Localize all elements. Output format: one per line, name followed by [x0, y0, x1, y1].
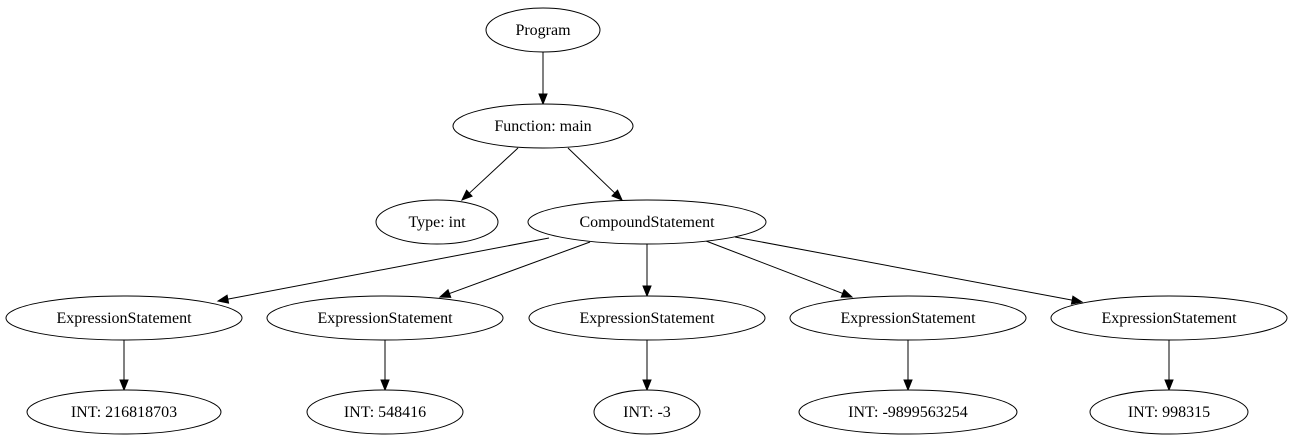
edge-expr1-to-int1 — [119, 340, 129, 392]
edge-line — [227, 237, 550, 300]
arrowhead-icon — [538, 93, 548, 106]
node-label: INT: 548416 — [344, 404, 426, 421]
edge-function-to-type — [461, 147, 519, 201]
node-ellipse — [798, 389, 1018, 435]
node-label: ExpressionStatement — [56, 310, 192, 327]
arrowhead-icon — [611, 189, 623, 201]
node-label: Type: int — [408, 214, 466, 231]
edge-compound-to-expr1 — [216, 237, 550, 304]
node-ellipse — [789, 295, 1027, 341]
edge-line — [705, 240, 843, 294]
node-ellipse — [593, 389, 701, 435]
node-int5: INT: 998315 — [1089, 389, 1249, 435]
edge-layer — [119, 52, 1174, 392]
edge-function-to-compound — [567, 147, 623, 201]
edge-line — [567, 147, 616, 194]
edge-line — [734, 236, 1073, 301]
arrowhead-icon — [119, 379, 129, 392]
node-expr2: ExpressionStatement — [266, 295, 504, 341]
edge-line — [468, 147, 519, 194]
edge-program-to-function — [538, 52, 548, 106]
node-int1: INT: 216818703 — [26, 389, 222, 435]
node-label: CompoundStatement — [579, 214, 715, 231]
node-int2: INT: 548416 — [306, 389, 464, 435]
arrowhead-icon — [438, 288, 452, 298]
node-function: Function: main — [452, 103, 634, 149]
node-ellipse — [306, 389, 464, 435]
node-ellipse — [1050, 295, 1288, 341]
node-label: Function: main — [494, 118, 591, 135]
node-ellipse — [485, 7, 601, 53]
node-label: INT: 216818703 — [71, 404, 177, 421]
node-expr1: ExpressionStatement — [5, 295, 243, 341]
node-ellipse — [1089, 389, 1249, 435]
node-label: ExpressionStatement — [579, 310, 715, 327]
arrowhead-icon — [461, 189, 473, 201]
node-int4: INT: -9899563254 — [798, 389, 1018, 435]
node-type: Type: int — [375, 199, 499, 245]
node-label: ExpressionStatement — [317, 310, 453, 327]
edge-expr3-to-int3 — [642, 340, 652, 392]
node-expr3: ExpressionStatement — [528, 295, 766, 341]
node-expr4: ExpressionStatement — [789, 295, 1027, 341]
node-ellipse — [5, 295, 243, 341]
edge-expr5-to-int5 — [1164, 340, 1174, 392]
edge-compound-to-expr4 — [705, 240, 854, 298]
node-label: INT: -3 — [623, 404, 671, 421]
edge-compound-to-expr5 — [734, 236, 1084, 305]
edge-line — [449, 241, 591, 295]
edge-expr4-to-int4 — [903, 340, 913, 392]
node-ellipse — [26, 389, 222, 435]
node-compound: CompoundStatement — [527, 199, 767, 245]
arrowhead-icon — [216, 294, 230, 304]
node-ellipse — [375, 199, 499, 245]
node-expr5: ExpressionStatement — [1050, 295, 1288, 341]
arrowhead-icon — [1164, 379, 1174, 392]
node-label: ExpressionStatement — [1101, 310, 1237, 327]
node-label: ExpressionStatement — [840, 310, 976, 327]
node-label: INT: 998315 — [1128, 404, 1210, 421]
node-ellipse — [527, 199, 767, 245]
node-label: Program — [515, 22, 571, 39]
arrowhead-icon — [903, 379, 913, 392]
node-ellipse — [452, 103, 634, 149]
node-label: INT: -9899563254 — [848, 404, 968, 421]
node-ellipse — [528, 295, 766, 341]
arrowhead-icon — [1070, 295, 1084, 305]
edge-compound-to-expr2 — [438, 241, 591, 298]
arrowhead-icon — [380, 379, 390, 392]
arrowhead-icon — [642, 379, 652, 392]
edge-expr2-to-int2 — [380, 340, 390, 392]
arrowhead-icon — [642, 285, 652, 298]
node-program: Program — [485, 7, 601, 53]
node-int3: INT: -3 — [593, 389, 701, 435]
arrowhead-icon — [840, 288, 854, 298]
edge-compound-to-expr3 — [642, 244, 652, 298]
node-ellipse — [266, 295, 504, 341]
